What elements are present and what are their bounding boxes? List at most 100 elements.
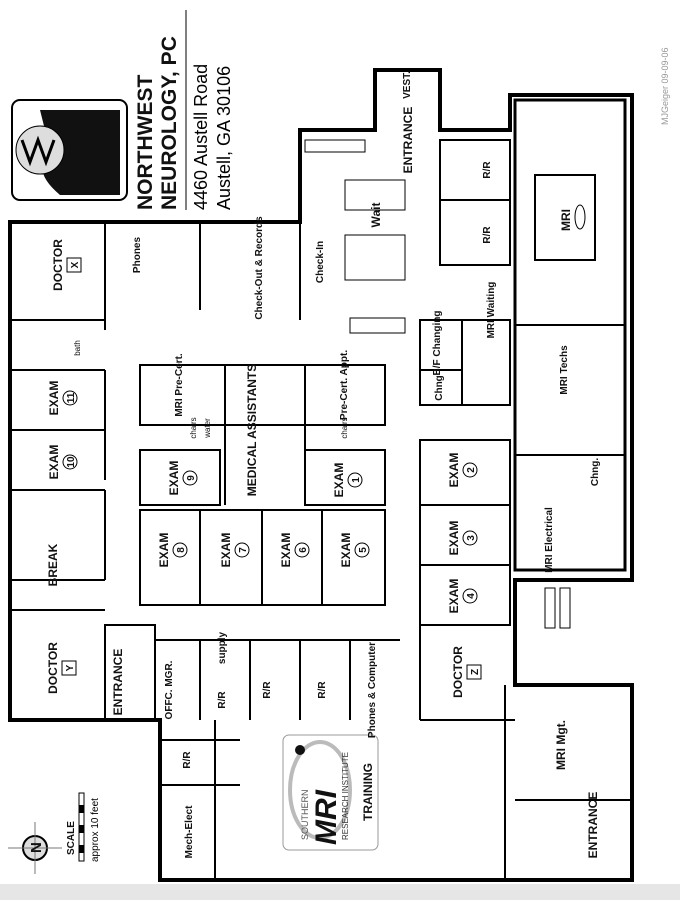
room-badge: 11 (66, 392, 77, 403)
room-badge-frame (182, 470, 198, 486)
drawing-credit: MJGeiger 09-09-06 (660, 47, 670, 125)
room-label: Chng (434, 375, 445, 401)
room-label: DOCTOR Y (46, 642, 77, 694)
room-label: TRAINING (361, 763, 375, 821)
room-name: R/R (482, 226, 493, 244)
room-name: EXAM (279, 533, 293, 568)
room-label: OFFC. MGR. (164, 660, 175, 719)
room-name: chairs (189, 417, 198, 438)
room-label: DOCTOR X (51, 239, 82, 291)
room-name: MRI (559, 209, 573, 231)
room-name: MEDICAL ASSISTANTS (245, 364, 259, 496)
room-badge: 3 (466, 535, 477, 541)
room-name: MRI Techs (559, 345, 570, 395)
room-name: EXAM (339, 533, 353, 568)
logo-institute-text: RESEARCH INSTITUTE (341, 752, 350, 840)
waiting-chairs (304, 139, 406, 334)
room-badge-frame (62, 390, 78, 406)
room-name: Chng (434, 375, 445, 401)
room-name: EXAM (47, 381, 61, 416)
room-badge: 8 (176, 547, 187, 553)
compass-icon: N (8, 822, 62, 874)
room-label: Phones (132, 237, 143, 274)
training-logo: SOUTHERN MRI RESEARCH INSTITUTE (282, 734, 379, 851)
room-label: bath (73, 340, 82, 356)
room-name: R/R (482, 161, 493, 179)
room-badge-frame (62, 454, 78, 470)
room-name: DOCTOR (51, 239, 65, 291)
room-name: OFFC. MGR. (164, 660, 175, 719)
room-name: Phones & Computer (367, 642, 378, 738)
room-name: B/F Changing (432, 311, 443, 376)
room-label: Chng. (590, 458, 601, 487)
scale-bar: SCALE approx 10 feet (66, 792, 101, 862)
room-name: MRI Pre-Cert. (174, 353, 185, 417)
room-label: water (203, 418, 212, 439)
room-name: chairs (340, 417, 349, 438)
room-label: EXAM 4 (447, 579, 478, 614)
address-line2: Austell, GA 30106 (214, 66, 234, 210)
room-name: Wait (369, 203, 383, 228)
room-label: MRI Pre-Cert. (174, 353, 185, 417)
room-label: MRI Waiting (486, 282, 497, 339)
room-badge: X (70, 261, 81, 268)
room-label: ENTRANCE (586, 792, 600, 859)
room-label: R/R (482, 226, 493, 244)
room-name: BREAK (46, 543, 60, 586)
room-badge-frame (462, 530, 478, 546)
room-badge: Y (65, 664, 76, 671)
logo-southern-text: SOUTHERN (300, 789, 310, 840)
scale-note: approx 10 feet (90, 798, 101, 862)
room-label: R/R (217, 691, 228, 709)
room-label: R/R (182, 751, 193, 769)
room-badge: 1 (351, 477, 362, 483)
room-name: DOCTOR (451, 646, 465, 698)
room-name: ENTRANCE (586, 792, 600, 859)
room-name: EXAM (447, 579, 461, 614)
room-name: ENTRANCE (111, 649, 125, 716)
room-badge: 7 (238, 547, 249, 553)
room-badge-frame (462, 462, 478, 478)
room-name: Check-In (315, 241, 326, 283)
room-name: bath (73, 340, 82, 356)
room-label: EXAM 7 (219, 533, 250, 568)
exterior-walls (8, 68, 634, 882)
room-label: Check-Out & Records (254, 216, 265, 320)
room-label: MRI Mgt. (554, 720, 568, 770)
practice-name-line2: NEUROLOGY, PC (158, 36, 181, 210)
practice-name-line1: NORTHWEST (134, 75, 157, 210)
room-name: TRAINING (361, 763, 375, 821)
room-label: Pre-Cert. Appt. (339, 350, 350, 420)
room-label: Mech-Elect (184, 805, 195, 858)
room-badge-frame (466, 664, 482, 680)
room-badge-frame (294, 542, 310, 558)
room-name: EXAM (219, 533, 233, 568)
room-name: DOCTOR (46, 642, 60, 694)
room-name: EXAM (157, 533, 171, 568)
room-label: EXAM 11 (47, 381, 78, 416)
room-label: ENTRANCE (111, 649, 125, 716)
room-label: B/F Changing (432, 311, 443, 376)
room-label: R/R (317, 681, 328, 699)
room-name: supply (217, 631, 228, 664)
room-name: R/R (262, 681, 273, 699)
room-name: ENTRANCE (401, 107, 415, 174)
room-label: supply (217, 631, 228, 664)
room-label: Wait (369, 203, 383, 228)
practice-logo (11, 99, 128, 201)
page-bottom-band (0, 884, 680, 900)
scale-label: SCALE (66, 821, 77, 855)
room-badge-frame (172, 542, 188, 558)
room-label: BREAK (46, 543, 60, 586)
room-badge: 4 (466, 593, 477, 599)
room-name: R/R (182, 751, 193, 769)
room-badge-frame (462, 588, 478, 604)
room-label: Phones & Computer (367, 642, 378, 738)
